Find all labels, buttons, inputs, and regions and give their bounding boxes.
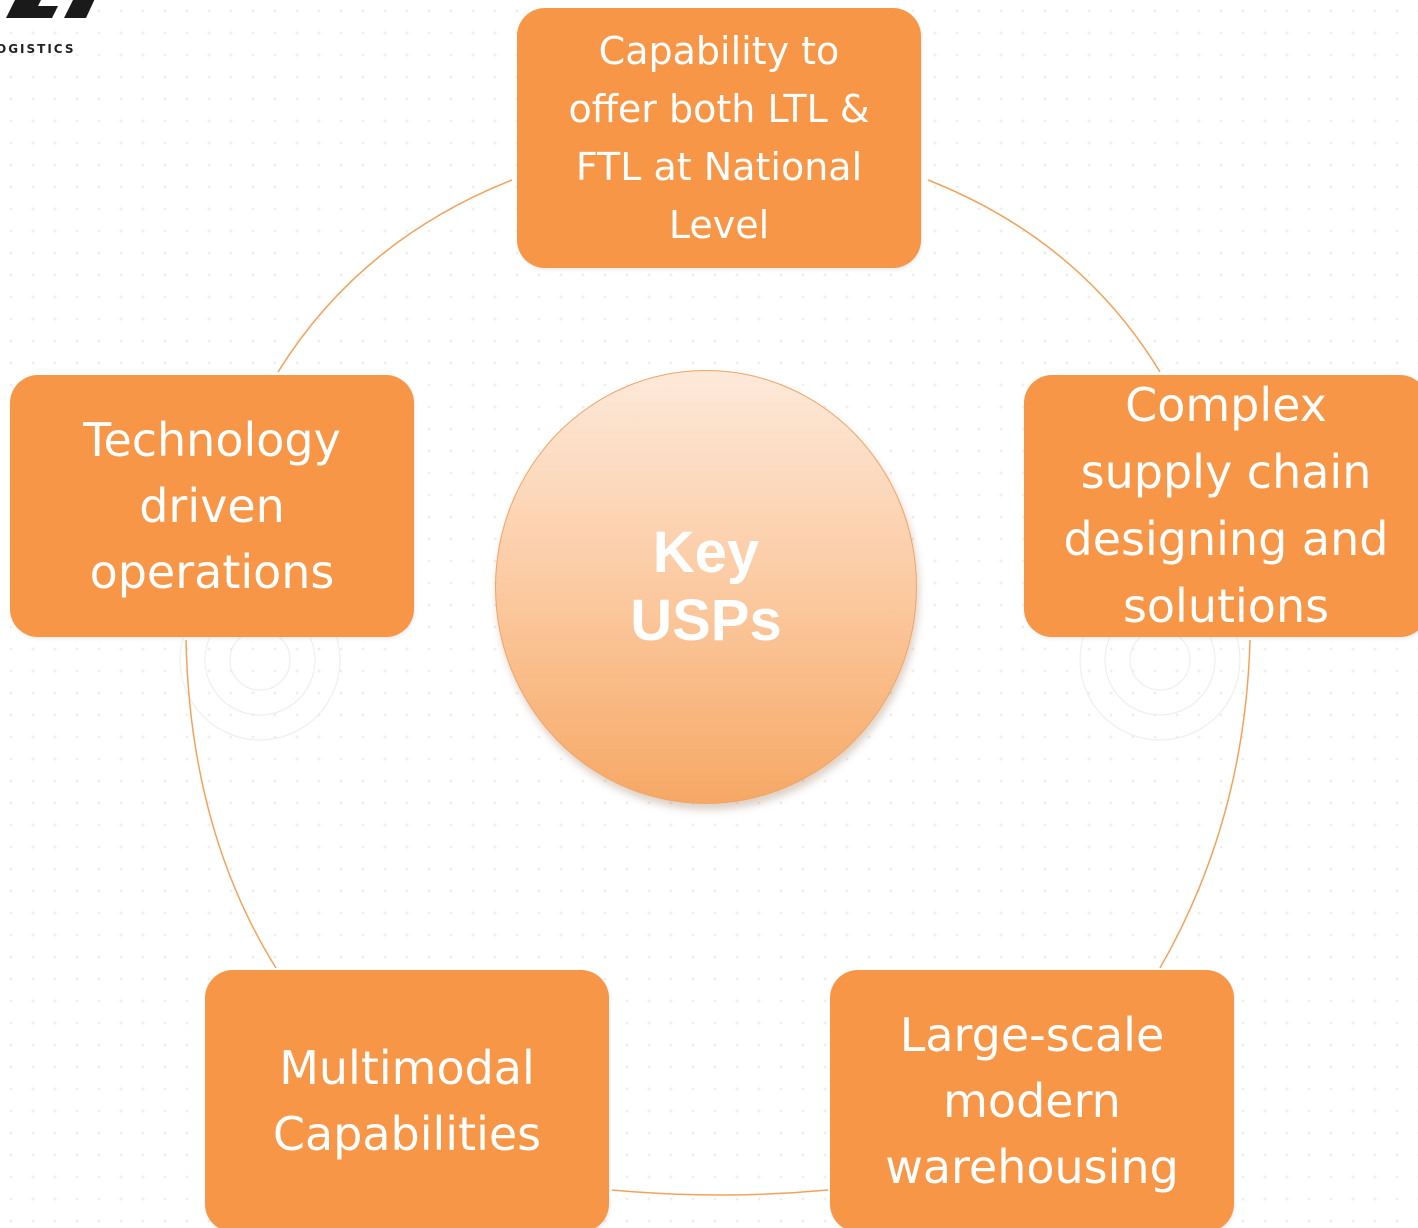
logo-text: OGISTICS — [0, 42, 76, 56]
connector-right-bottomright — [1159, 639, 1251, 969]
node-left-line-2: driven — [139, 479, 285, 533]
node-right-line-3: designing and — [1063, 512, 1389, 566]
center-hub-key-usps: Key USPs — [495, 370, 917, 804]
node-top-line-3: FTL at National — [575, 145, 863, 189]
node-supply-chain-design: Complex supply chain designing and solut… — [1024, 375, 1418, 637]
node-right-line-4: solutions — [1122, 579, 1330, 633]
node-top-line-2: offer both LTL & — [568, 87, 870, 131]
connector-left-top — [277, 179, 513, 373]
node-right-line-2: supply chain — [1080, 445, 1372, 499]
logo-mark-icon — [6, 0, 95, 18]
node-left-line-3: operations — [89, 545, 335, 599]
node-bottom-right-line-1: Large-scale — [899, 1008, 1165, 1062]
node-multimodal-capabilities: Multimodal Capabilities — [205, 970, 609, 1228]
node-ltl-ftl-capability: Capability to offer both LTL & FTL at Na… — [517, 8, 921, 268]
connector-top-right — [927, 179, 1161, 373]
hub-line-1: Key — [652, 520, 760, 585]
connector-bottomleft-left — [185, 639, 277, 969]
hub-line-2: USPs — [630, 588, 782, 653]
node-top-line-1: Capability to — [598, 29, 840, 73]
node-top-line-4: Level — [668, 203, 770, 247]
node-left-line-1: Technology — [83, 413, 341, 467]
node-warehousing: Large-scale modern warehousing — [830, 970, 1234, 1228]
node-technology-operations: Technology driven operations — [10, 375, 414, 637]
node-bottom-left-line-2: Capabilities — [272, 1107, 542, 1161]
node-right-line-1: Complex — [1125, 378, 1327, 432]
connector-bottomright-bottomleft — [611, 1189, 829, 1196]
node-bottom-right-line-3: warehousing — [885, 1140, 1179, 1194]
node-bottom-right-line-2: modern — [943, 1074, 1121, 1128]
node-bottom-left-line-1: Multimodal — [279, 1041, 535, 1095]
company-logo: OGISTICS — [0, 0, 140, 70]
